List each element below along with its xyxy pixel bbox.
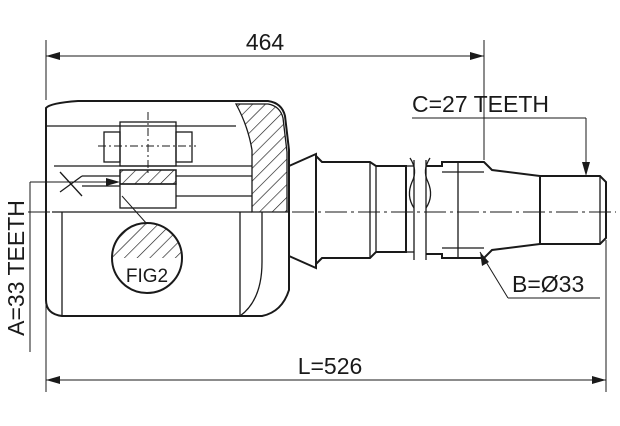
outer-teeth-callout: C=27 TEETH: [412, 91, 590, 176]
shaft-diameter-callout: B=Ø33: [479, 251, 600, 299]
overall-length-label: L=526: [298, 353, 363, 379]
dimension-464-label: 464: [246, 29, 285, 55]
inner-spider: [54, 112, 252, 209]
inner-teeth-callout: A=33 TEETH: [3, 178, 120, 352]
inner-teeth-label: A=33 TEETH: [3, 200, 29, 336]
dimension-464: 464: [45, 29, 485, 160]
fig2-label: FIG2: [126, 266, 168, 287]
outer-teeth-label: C=27 TEETH: [412, 91, 549, 117]
dimension-overall-length: L=526: [45, 240, 607, 392]
shaft-diameter-label: B=Ø33: [512, 271, 584, 297]
joint-shaft: [288, 152, 607, 270]
